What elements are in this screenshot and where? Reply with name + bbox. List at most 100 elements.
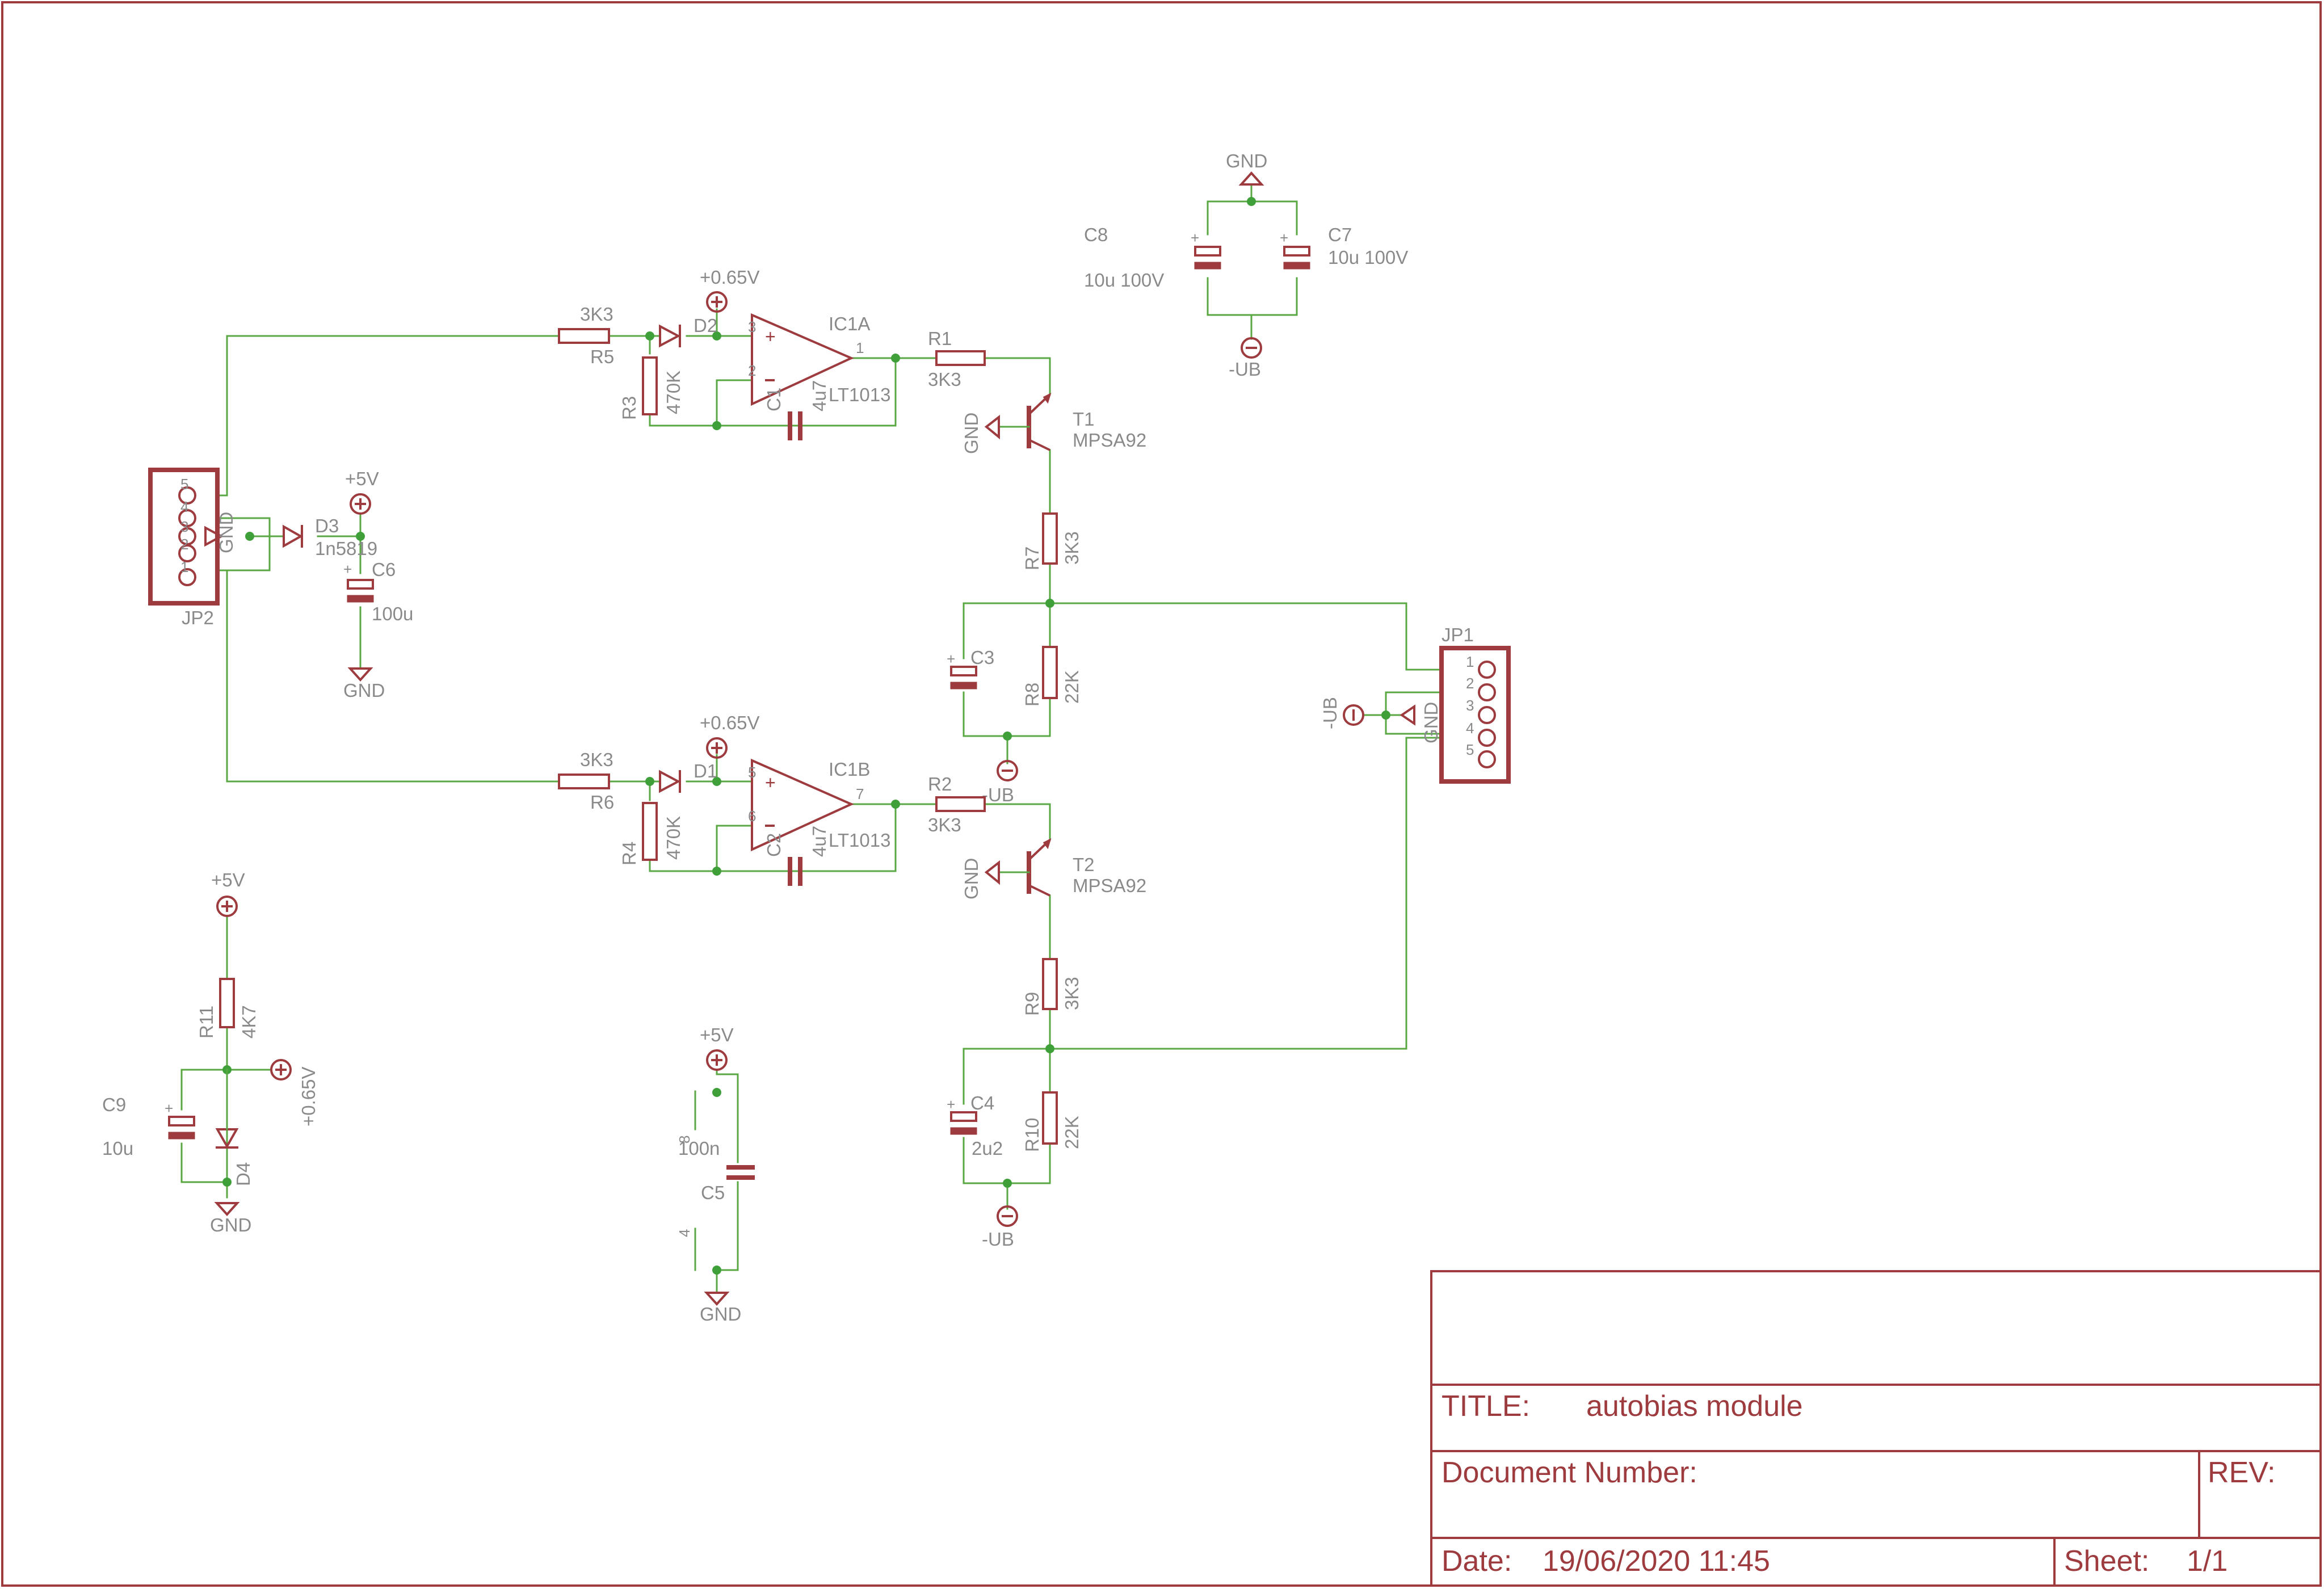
svg-text:+: + <box>1280 229 1288 246</box>
c6-label: C6 <box>372 559 396 580</box>
c5-supply-label: +5V <box>700 1024 734 1045</box>
jp2-pin-1: 1 <box>180 558 188 575</box>
ic1b-value: LT1013 <box>829 830 890 851</box>
diode-d1: D1 <box>659 760 717 793</box>
jp1-pin-5: 5 <box>1466 741 1474 758</box>
opamp-ic1a: + 3 2 1 IC1A LT1013 <box>748 313 890 406</box>
r7-value: 3K3 <box>1061 531 1082 565</box>
capacitor-c3: + C3 <box>947 647 994 690</box>
capacitor-c7: + C7 10u 100V <box>1280 224 1408 270</box>
ic1a-pin3: 3 <box>748 318 756 335</box>
resistor-r6: 3K3 R6 <box>558 749 614 813</box>
jp1-label: JP1 <box>1442 624 1474 645</box>
opamp-ic1b: + 5 6 7 IC1B LT1013 <box>748 758 890 852</box>
capacitor-c8: + C8 10u 100V <box>1084 224 1221 291</box>
gnd-c7c8: GND <box>1226 150 1267 186</box>
c5-value: 100n <box>678 1138 720 1159</box>
jp1-pin-1: 1 <box>1466 653 1474 670</box>
jp2-label: JP2 <box>182 607 214 628</box>
supply-5v-c6: +5V <box>345 468 379 515</box>
supply-bias-upper: +0.65V <box>700 267 760 313</box>
r3-value: 470K <box>663 371 684 414</box>
neg-jp1-label: -UB <box>1319 697 1340 729</box>
supply-bias-out: +0.65V <box>270 1059 319 1126</box>
svg-text:+: + <box>765 772 776 793</box>
d2-label: D2 <box>694 315 717 336</box>
c2-label: C2 <box>763 833 784 857</box>
resistor-r7: R7 3K3 <box>1022 512 1082 570</box>
title-value: autobias module <box>1586 1390 1803 1423</box>
r8-value: 22K <box>1061 670 1082 704</box>
t2-label: T2 <box>1073 854 1095 875</box>
r5-value: 3K3 <box>580 304 613 325</box>
c1-value: 4u7 <box>809 380 830 411</box>
capacitor-c6: + C6 100u <box>343 559 413 624</box>
date-value: 19/06/2020 11:45 <box>1543 1545 1770 1578</box>
jp1-gnd-label: GND <box>1421 702 1442 743</box>
gnd-c5: GND <box>700 1292 741 1325</box>
gnd-c5-label: GND <box>700 1304 741 1325</box>
date-label: Date: <box>1442 1545 1512 1578</box>
sheet-value: 1/1 <box>2187 1545 2228 1578</box>
r2-value: 3K3 <box>928 814 961 835</box>
jp2-pin-3: 3 <box>180 518 188 535</box>
ic1a-label: IC1A <box>829 313 870 334</box>
supply-bias-lower: +0.65V <box>700 712 760 759</box>
r1-value: 3K3 <box>928 369 961 390</box>
ic1b-pin6: 6 <box>748 808 756 825</box>
d3-value: 1n5819 <box>315 538 377 559</box>
r10-label: R10 <box>1022 1117 1043 1152</box>
r6-label: R6 <box>590 792 614 813</box>
svg-text:+: + <box>947 650 955 667</box>
wires <box>180 183 1443 1292</box>
svg-text:+: + <box>165 1100 173 1117</box>
bias-out-label: +0.65V <box>298 1066 319 1126</box>
neg-c3-label: -UB <box>982 784 1014 805</box>
gnd-d4: GND <box>210 1202 251 1235</box>
c4-value: 2u2 <box>972 1138 1003 1159</box>
r2-label: R2 <box>928 774 952 794</box>
transistor-t2: T2 MPSA92 <box>998 838 1146 897</box>
d1-label: D1 <box>694 760 717 781</box>
jp1-pin-4: 4 <box>1466 720 1474 737</box>
document-number-label: Document Number: <box>1442 1456 1697 1489</box>
title-block: TITLE: autobias module Document Number: … <box>1430 1270 2322 1587</box>
svg-text:+: + <box>343 561 352 578</box>
ic1b-label: IC1B <box>829 759 870 780</box>
capacitor-c5: 8 4 100n C5 <box>676 1136 755 1237</box>
jp2-pin-2: 2 <box>180 536 188 553</box>
sheet-label: Sheet: <box>2064 1545 2149 1578</box>
c5-pin8: 8 <box>676 1136 693 1144</box>
gnd-t2: GND <box>961 858 1000 899</box>
r1-label: R1 <box>928 328 952 349</box>
supply-neg-c3: -UB <box>982 760 1018 805</box>
resistor-r10: R10 22K <box>1022 1091 1082 1152</box>
capacitor-c1: C1 4u7 <box>763 380 830 440</box>
r11-value: 4K7 <box>238 1005 259 1039</box>
r5-label: R5 <box>590 346 614 367</box>
d3-label: D3 <box>315 515 339 536</box>
r7-label: R7 <box>1022 547 1043 570</box>
c9-value: 10u <box>102 1138 133 1159</box>
resistor-r1: R1 3K3 <box>928 328 986 390</box>
jp2-pin-5: 5 <box>180 476 188 493</box>
resistor-r3: R3 470K <box>619 356 684 420</box>
rev-label: REV: <box>2208 1456 2275 1489</box>
c5-label: C5 <box>701 1182 725 1203</box>
gnd-t1-label: GND <box>961 413 982 454</box>
jp2-pin-4: 4 <box>180 498 188 515</box>
r4-label: R4 <box>619 842 640 865</box>
r4-value: 470K <box>663 816 684 860</box>
r6-value: 3K3 <box>580 749 613 770</box>
supply-neg-c7c8: -UB <box>1229 337 1262 380</box>
c1-label: C1 <box>763 388 784 411</box>
svg-text:+: + <box>765 326 776 347</box>
resistor-r9: R9 3K3 <box>1022 958 1082 1016</box>
r3-label: R3 <box>619 396 640 420</box>
r9-value: 3K3 <box>1061 977 1082 1010</box>
diode-d4: D4 <box>215 1069 254 1186</box>
ic1b-pin7: 7 <box>856 785 864 802</box>
bias-upper-label: +0.65V <box>700 267 760 288</box>
capacitor-c9: + C9 10u <box>102 1094 195 1159</box>
r9-label: R9 <box>1022 992 1043 1016</box>
